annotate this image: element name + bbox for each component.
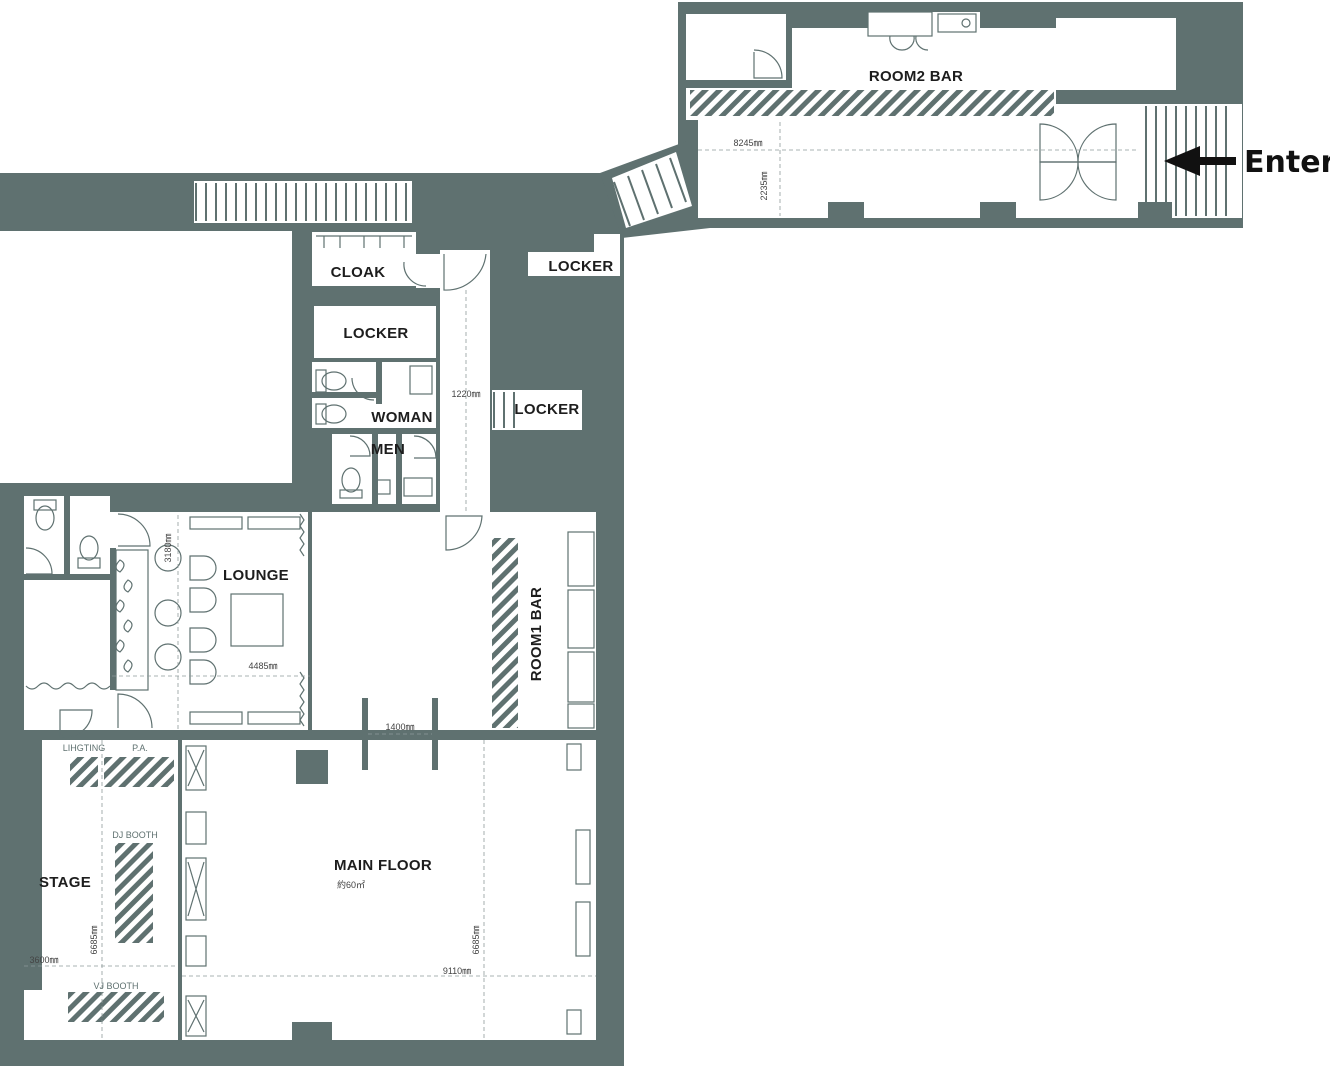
main-floor-area: 約60㎡ <box>337 879 365 890</box>
room1-bar-counter <box>492 538 518 728</box>
lighting-label: LIHGTING <box>63 743 106 753</box>
dimension-lines <box>24 122 1138 1040</box>
entrance-arrow <box>1164 146 1236 176</box>
stair-step <box>655 163 673 209</box>
vj-booth-counter <box>68 992 164 1022</box>
locker-top-label: LOCKER <box>548 258 613 275</box>
dim-floor-gap: 1400㎜ <box>385 722 414 732</box>
locker-right-label: LOCKER <box>514 401 579 418</box>
enter-label: Enter <box>1244 145 1330 180</box>
dim-main-depth: 6685㎜ <box>471 925 481 954</box>
hatched-counters <box>68 90 1054 1022</box>
dim-stage-depth: 6685㎜ <box>89 925 99 954</box>
stage-label: STAGE <box>39 874 91 891</box>
dim-corridor-width: 2235㎜ <box>759 171 769 200</box>
stair-step <box>669 157 687 203</box>
dim-main-width: 9110㎜ <box>443 966 471 976</box>
locker-left-label: LOCKER <box>343 325 408 342</box>
lounge-label: LOUNGE <box>223 567 289 584</box>
partitions <box>24 14 1242 1042</box>
floor-areas <box>24 12 1242 1040</box>
dim-lounge-width: 4485㎜ <box>248 661 277 671</box>
men-label: MEN <box>371 441 405 458</box>
dim-lounge-depth: 3180㎜ <box>163 533 173 562</box>
stair-step <box>641 169 659 215</box>
dim-stage-width: 3600㎜ <box>29 955 58 965</box>
room2-bar-counter <box>690 90 1054 116</box>
labels: Enter ROOM2 BAR CLOAK LOCKER LOCKER LOCK… <box>29 68 1330 991</box>
lighting-console <box>70 757 98 787</box>
stair-step <box>627 175 645 221</box>
dj-booth-counter <box>115 843 153 943</box>
room1-bar-label: ROOM1 BAR <box>528 587 545 681</box>
cloak-label: CLOAK <box>331 264 386 281</box>
dj-booth-label: DJ BOOTH <box>112 830 158 840</box>
room2-bar-label: ROOM2 BAR <box>869 68 963 85</box>
dim-corridor-length: 8245㎜ <box>733 138 762 148</box>
main-floor-label: MAIN FLOOR <box>334 857 432 874</box>
pa-console <box>104 757 174 787</box>
dim-hall-width: 1220㎜ <box>451 389 480 399</box>
woman-label: WOMAN <box>371 409 433 426</box>
pa-label: P.A. <box>132 743 148 753</box>
vj-booth-label: VJ BOOTH <box>93 981 138 991</box>
stair-step <box>613 181 631 227</box>
fixtures <box>25 11 1117 1037</box>
